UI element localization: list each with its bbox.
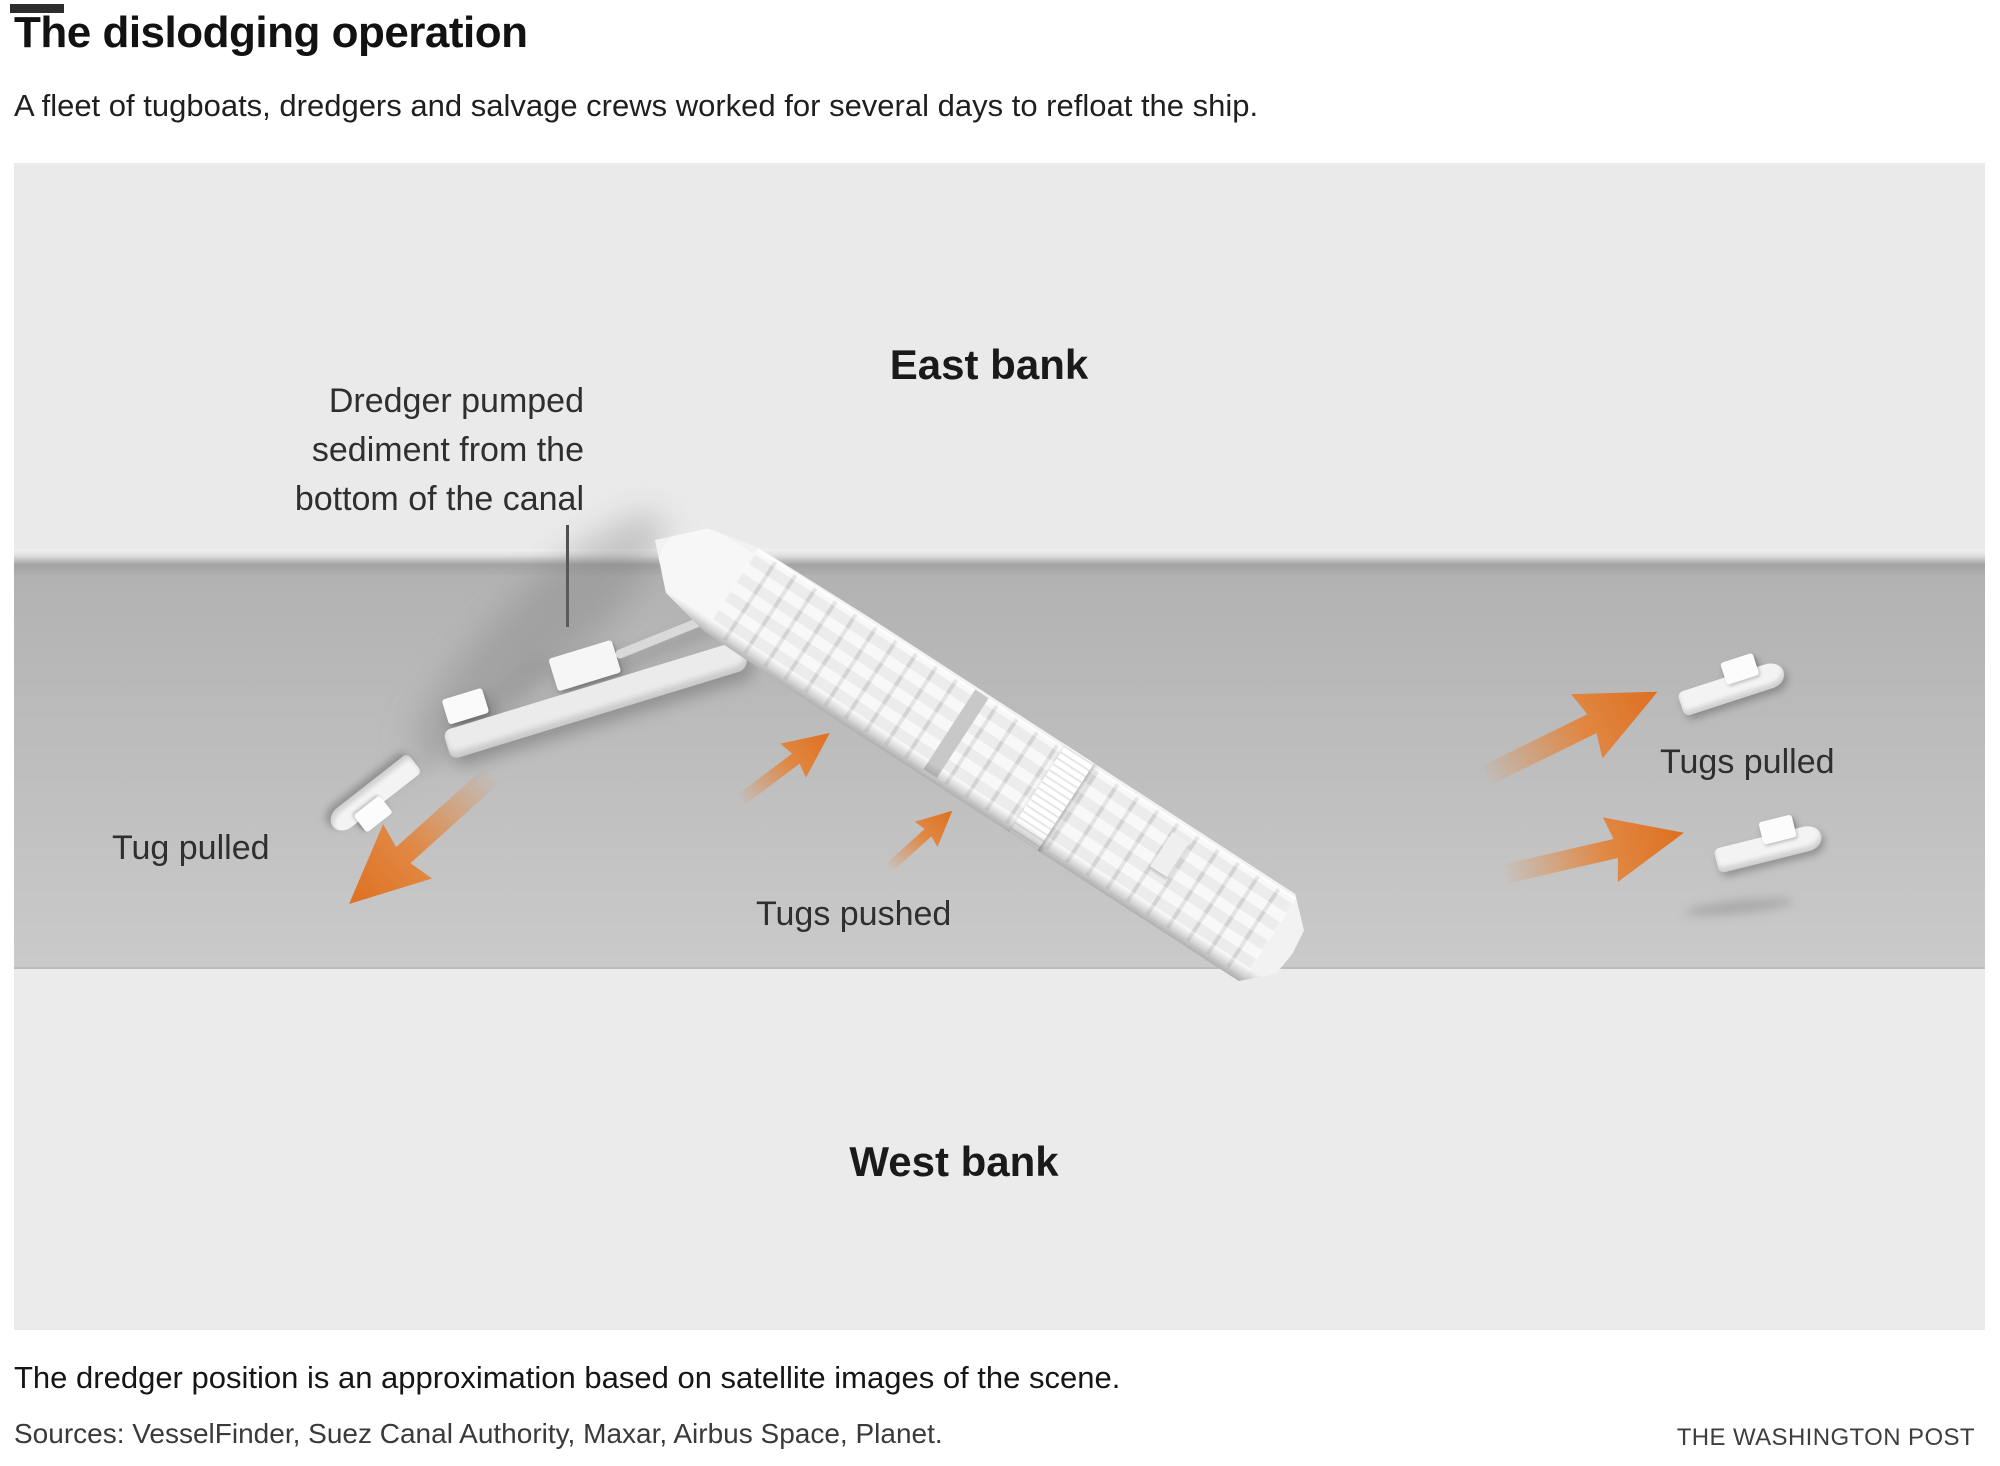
west-bank-area xyxy=(14,967,1985,1330)
publisher-credit: THE WASHINGTON POST xyxy=(1676,1424,1975,1451)
dredger-annotation-line-2: sediment from the xyxy=(311,431,584,469)
dredger-annotation: Dredger pumped sediment from the bottom … xyxy=(244,377,584,524)
dredger-annotation-line-1: Dredger pumped xyxy=(328,382,584,420)
east-bank-label: East bank xyxy=(889,341,1089,388)
page-subtitle: A fleet of tugboats, dredgers and salvag… xyxy=(14,88,1259,123)
east-bank-edge xyxy=(14,549,1985,575)
kicker-bar xyxy=(10,4,64,13)
tug-pulled-arrow-icon xyxy=(319,745,519,937)
annotation-leader-line xyxy=(566,525,569,627)
tugs-pulled-label: Tugs pulled xyxy=(1660,743,1835,781)
page-title: The dislodging operation xyxy=(14,8,528,57)
tugs-pulled-arrow-icon-1 xyxy=(1468,653,1677,813)
tugs-pushed-arrow-icon-1 xyxy=(726,712,846,819)
sources-line: Sources: VesselFinder, Suez Canal Author… xyxy=(14,1418,943,1449)
tugs-pulled-arrow-icon-2 xyxy=(1498,794,1695,911)
west-bank-label: West bank xyxy=(849,1138,1059,1185)
dredger-annotation-line-3: bottom of the canal xyxy=(294,480,584,518)
canal-diagram: East bank West bank Dredger pumped sedim… xyxy=(14,163,1985,1330)
tugs-pushed-arrow-icon-2 xyxy=(876,795,967,882)
tug-pulled-label: Tug pulled xyxy=(112,829,270,867)
tugs-pushed-label: Tugs pushed xyxy=(756,895,952,933)
footnote: The dredger position is an approximation… xyxy=(14,1360,1121,1395)
